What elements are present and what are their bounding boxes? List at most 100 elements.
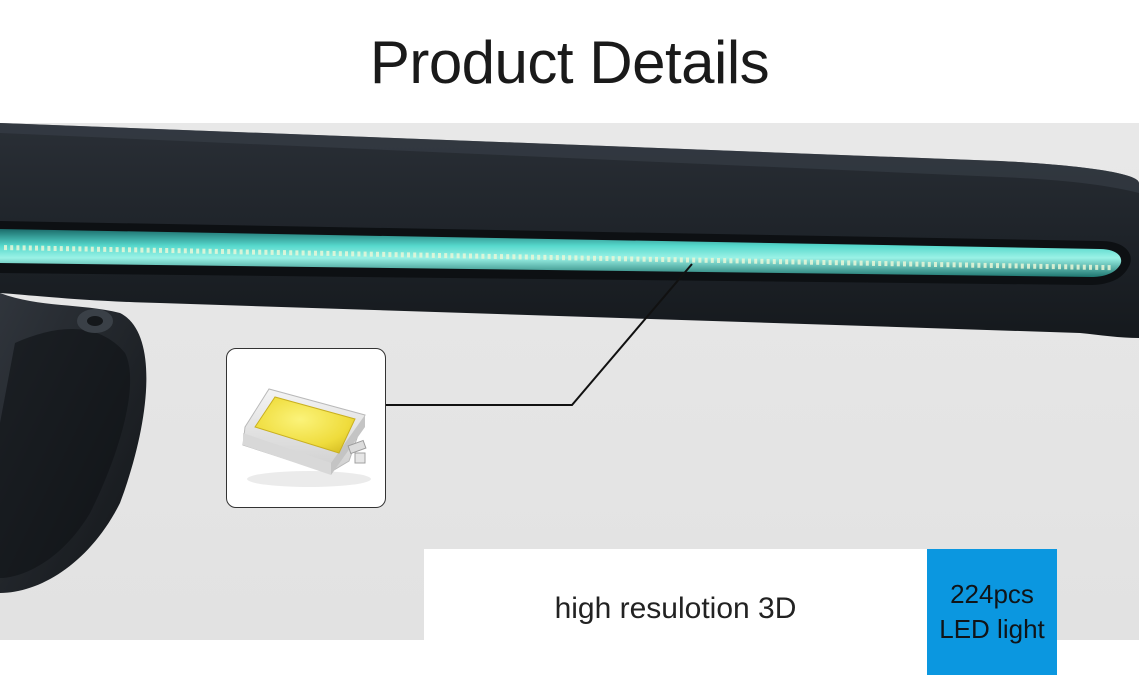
led-dot	[859, 260, 863, 266]
led-dot	[413, 252, 417, 258]
led-dot	[593, 255, 596, 261]
led-dot	[1095, 264, 1099, 270]
led-dot	[363, 251, 367, 257]
led-dot	[177, 248, 181, 254]
led-dot	[531, 254, 534, 260]
led-dot	[921, 261, 925, 267]
led-dot	[710, 257, 714, 263]
led-dot	[1008, 263, 1012, 269]
led-dot	[946, 262, 950, 268]
led-dot	[996, 263, 999, 269]
led-dot	[4, 245, 7, 251]
led-dot	[543, 254, 547, 260]
led-dot	[121, 247, 125, 253]
led-dot	[971, 262, 975, 268]
led-dot	[1101, 265, 1105, 270]
led-dot	[636, 256, 640, 262]
led-dot	[41, 245, 45, 251]
led-dot	[165, 248, 169, 253]
led-dot	[345, 251, 348, 257]
led-dot	[698, 257, 702, 263]
led-dot	[729, 258, 733, 264]
led-dot	[977, 262, 981, 268]
led-dot	[388, 252, 392, 258]
led-dot	[90, 246, 94, 252]
led-dot	[338, 251, 342, 257]
led-dot	[512, 254, 516, 260]
led-dot	[909, 261, 913, 267]
led-dot	[562, 255, 565, 261]
led-dot	[283, 250, 286, 256]
led-dot	[1058, 264, 1061, 270]
led-dot	[605, 256, 609, 261]
led-dot	[741, 258, 745, 264]
led-dot	[1107, 265, 1111, 271]
led-dot	[667, 257, 671, 263]
led-dot	[1033, 263, 1037, 269]
led-arm	[0, 123, 1139, 338]
led-dot	[1064, 264, 1068, 270]
led-dot	[524, 254, 528, 260]
led-dot	[146, 247, 150, 253]
led-dot	[599, 255, 603, 261]
led-dot	[183, 248, 187, 254]
led-dot	[320, 250, 324, 256]
led-arm-illustration	[0, 123, 1139, 593]
led-dot	[376, 251, 379, 257]
led-dot	[400, 252, 404, 258]
led-dot	[394, 252, 398, 258]
led-dot	[227, 249, 231, 255]
led-dot	[772, 259, 776, 265]
led-dot	[351, 251, 355, 257]
led-dot	[735, 258, 739, 264]
led-dot	[915, 261, 919, 267]
led-dot	[692, 257, 696, 263]
led-dot	[450, 253, 454, 259]
smd-led-chip-icon	[242, 388, 371, 487]
led-dot	[679, 257, 683, 263]
led-dot	[934, 262, 937, 267]
led-strip-glow	[0, 229, 1122, 277]
led-dot	[475, 253, 479, 259]
product-photo	[0, 123, 1139, 640]
led-dot	[10, 245, 14, 251]
caption-panel: high resulotion 3D	[424, 549, 927, 675]
led-dot	[586, 255, 590, 261]
led-dot	[1076, 264, 1080, 270]
caption-text: high resulotion 3D	[554, 592, 797, 625]
badge-line-label: LED light	[939, 614, 1045, 644]
led-dot	[469, 253, 472, 259]
led-dot	[97, 246, 100, 252]
led-dot	[72, 246, 76, 252]
led-dot	[989, 263, 993, 268]
led-dot	[407, 252, 410, 258]
led-dot	[28, 245, 32, 251]
led-dot	[940, 262, 944, 268]
led-dot	[66, 246, 69, 252]
led-dot	[1027, 263, 1030, 269]
led-dot	[487, 253, 491, 259]
led-dot	[214, 248, 218, 254]
led-dot	[252, 249, 255, 255]
led-dot	[239, 249, 243, 255]
led-dot	[493, 254, 497, 259]
led-dot	[159, 247, 162, 253]
led-dot	[884, 261, 888, 267]
led-dot	[369, 251, 373, 257]
led-dot	[903, 261, 906, 267]
led-dot	[704, 257, 708, 263]
led-dot	[617, 256, 621, 262]
led-dot	[828, 260, 832, 266]
led-dot	[196, 248, 200, 254]
led-dot	[624, 256, 627, 262]
led-dot	[574, 255, 578, 261]
led-dot	[307, 250, 311, 256]
led-dot	[500, 254, 503, 260]
led-dot	[661, 257, 665, 262]
led-dot	[927, 261, 931, 267]
led-dot	[128, 247, 131, 253]
led-dot	[78, 246, 82, 252]
led-dot	[270, 249, 274, 255]
led-dot	[766, 258, 770, 264]
led-dot	[264, 249, 268, 255]
